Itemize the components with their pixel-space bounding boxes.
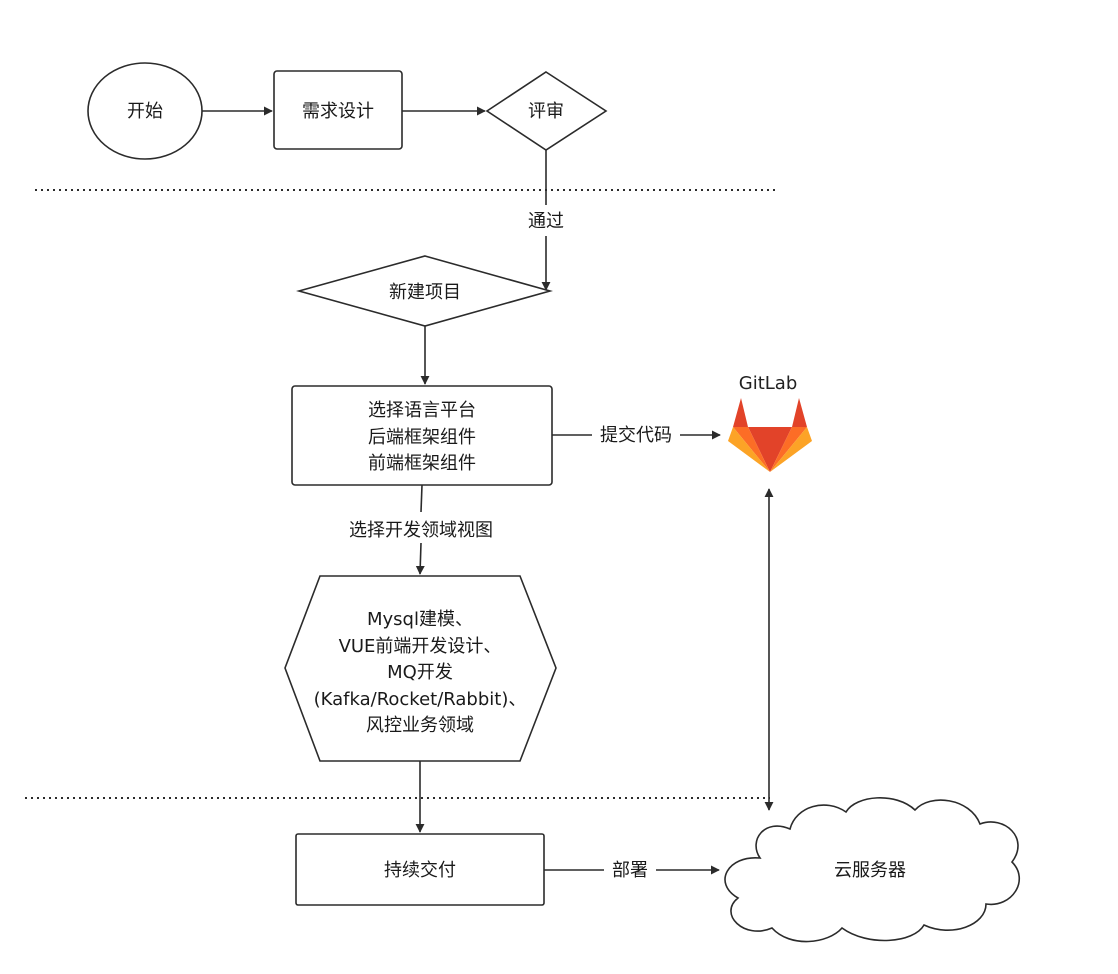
requirements-node: [273, 70, 403, 150]
new-project-node-label: 新建项目: [389, 282, 461, 303]
domains-node: [284, 575, 557, 762]
select-platform-label-2: 后端框架组件: [368, 427, 476, 448]
domains-label-4: (Kafka/Rocket/Rabbit)、: [314, 689, 527, 710]
start-node-label: 开始: [127, 101, 163, 122]
domains-label-5: 风控业务领域: [366, 715, 474, 736]
edge-label-deploy: 部署: [612, 860, 648, 881]
edge-label-commit-code: 提交代码: [600, 425, 672, 446]
edge-label-pass: 通过: [528, 211, 564, 232]
continuous-delivery-label: 持续交付: [384, 860, 456, 881]
edge-platform-to-domains-a: [420, 484, 423, 513]
cloud-server-node: [724, 797, 1021, 943]
select-platform-label-3: 前端框架组件: [368, 453, 476, 474]
edge-platform-to-domains-b: [415, 542, 425, 575]
select-platform-label-1: 选择语言平台: [368, 400, 476, 421]
domains-label-2: VUE前端开发设计、: [339, 636, 502, 657]
gitlab-fox-icon: [728, 398, 812, 472]
gitlab-label: GitLab: [739, 373, 798, 394]
edge-label-select-domain-view: 选择开发领域视图: [349, 520, 493, 541]
review-node-label: 评审: [528, 101, 564, 122]
domains-label-3: MQ开发: [387, 662, 453, 683]
domains-label-1: Mysql建模、: [367, 609, 473, 630]
requirements-node-label: 需求设计: [302, 101, 374, 122]
cloud-server-label: 云服务器: [834, 860, 906, 881]
